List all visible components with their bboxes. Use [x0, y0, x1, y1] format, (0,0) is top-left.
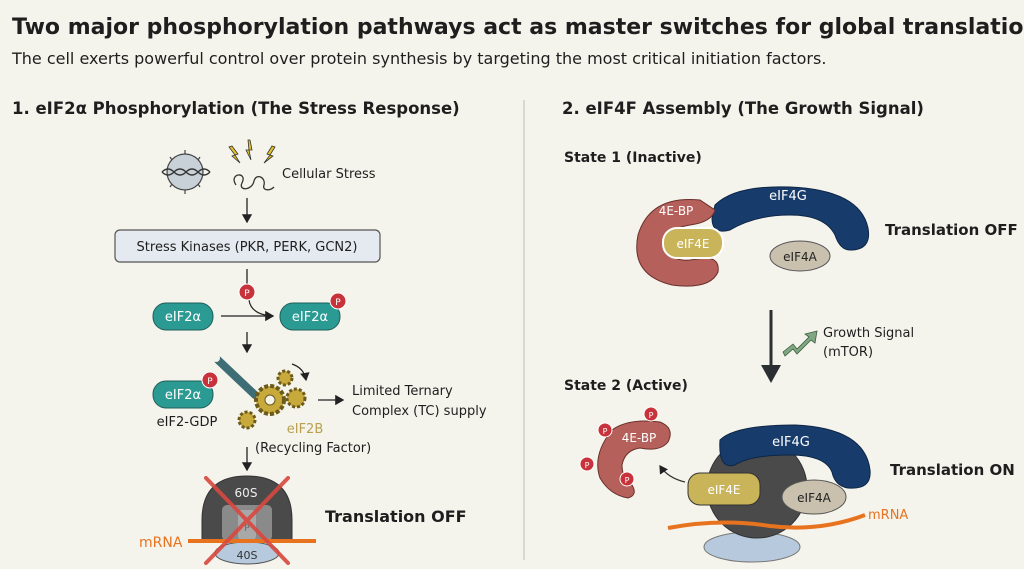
state2-label: State 2 (Active) [564, 378, 688, 394]
eif4e-label: eIF4E [676, 237, 709, 251]
growth-arrow-icon [782, 330, 818, 357]
eif4g-shape [719, 424, 871, 489]
tc-label-line2: Complex (TC) supply [352, 404, 487, 419]
eif2a-label: eIF2α [165, 310, 201, 325]
phosphate-icons [579, 406, 659, 487]
phosphate-label: P [603, 427, 608, 436]
cellular-stress-label: Cellular Stress [282, 167, 376, 182]
4e-bp-shape [636, 198, 719, 287]
4e-bp-label: 4E-BP [622, 431, 657, 445]
mrna-label: mRNA [868, 508, 908, 523]
phosphate-label: P [625, 476, 630, 485]
eif4g-shape [711, 186, 870, 251]
eif4a-label: eIF4A [797, 491, 831, 505]
lightning-icon [228, 139, 276, 164]
stress-kinases-label: Stress Kinases (PKR, PERK, GCN2) [137, 240, 358, 255]
arrow [248, 299, 272, 317]
misfolded-protein-icon [233, 174, 275, 191]
page-subtitle: The cell exerts powerful control over pr… [11, 49, 826, 68]
recycling-factor-label: (Recycling Factor) [255, 441, 371, 456]
transition-arrow [761, 310, 781, 383]
rotation-arrow [291, 363, 310, 382]
ribosome-60s-label: 60S [235, 486, 258, 500]
phosphate-label: P [207, 377, 213, 387]
eif2b-label: eIF2B [287, 422, 324, 437]
mrna-label: mRNA [139, 535, 183, 551]
eif4e-shape [687, 472, 761, 506]
eif2a-phospho-pill [152, 380, 214, 409]
phosphorylated-4e-bp [597, 420, 671, 499]
state2-complex [667, 424, 871, 563]
phosphate-icon [329, 292, 347, 310]
eif4a-label: eIF4A [783, 250, 817, 264]
phosphate-label: P [335, 298, 341, 308]
phosphate-icon [201, 371, 219, 389]
translation-off-label: Translation OFF [885, 221, 1018, 239]
eif4a-shape [769, 240, 831, 272]
phosphate-icon [238, 283, 256, 301]
stress-kinases-box [114, 229, 381, 263]
translation-off-label: Translation OFF [325, 507, 467, 526]
virus-icon [161, 150, 211, 194]
eif4e-label: eIF4E [707, 483, 740, 497]
gears-icon [237, 369, 307, 430]
eif2a-pill [152, 302, 214, 331]
eif2a-phospho-pill [279, 302, 341, 331]
eif4g-label: eIF4G [772, 435, 810, 450]
state1-complex [636, 186, 870, 287]
phosphate-label: P [649, 411, 654, 420]
mtor-label: (mTOR) [823, 345, 873, 360]
eif4g-label: eIF4G [769, 189, 807, 204]
phosphate-label: P [244, 289, 250, 299]
right-panel-title: 2. eIF4F Assembly (The Growth Signal) [562, 99, 924, 118]
4e-bp-label: 4E-BP [659, 204, 694, 218]
left-panel-title: 1. eIF2α Phosphorylation (The Stress Res… [12, 99, 460, 118]
translation-on-label: Translation ON [890, 461, 1015, 479]
mrna-strand [667, 513, 866, 530]
eif2a-label: eIF2α [165, 388, 201, 403]
eif4e-shape [662, 227, 724, 259]
tc-label-line1: Limited Ternary [352, 384, 453, 399]
phosphate-label: P [585, 461, 590, 470]
cross-icon [204, 476, 290, 565]
ribosome-40s-label: 40S [237, 549, 258, 562]
release-arrow [659, 465, 686, 483]
growth-signal-label: Growth Signal [823, 326, 914, 341]
ribosome-p-site-label: P [244, 524, 250, 534]
page-title: Two major phosphorylation pathways act a… [12, 15, 1024, 40]
eif2a-label: eIF2α [292, 310, 328, 325]
eif2-gdp-label: eIF2-GDP [157, 415, 218, 430]
eif4a-shape [781, 479, 847, 515]
wrench-icon [212, 354, 259, 399]
state1-label: State 1 (Inactive) [564, 150, 702, 166]
